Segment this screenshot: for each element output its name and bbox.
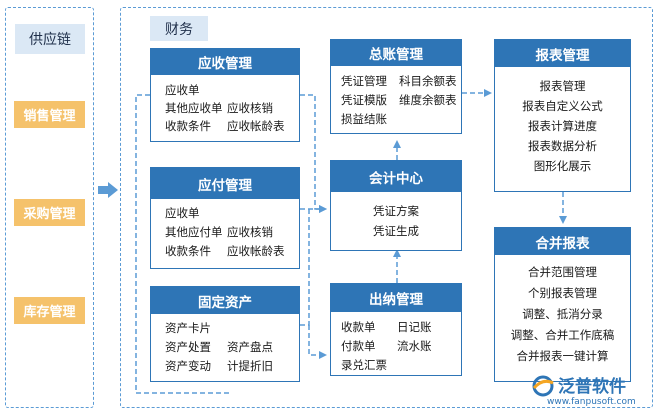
cashier-item[interactable]: 流水账 [397,339,432,353]
fixed-assets-item[interactable]: 资产变动 [165,359,211,373]
fixed-assets-item[interactable]: 资产卡片 [165,321,211,335]
receivable-row: 应收单 [165,82,299,100]
payable-title: 应付管理 [151,168,299,199]
cashier-title: 出纳管理 [331,284,461,312]
receivable-item[interactable]: 应收帐龄表 [227,119,285,133]
conn-receivable-center [300,94,327,213]
fixed-assets-row: 资产卡片 [165,320,299,339]
bus-left [135,94,230,394]
brand-name: 泛普软件 [558,377,626,397]
supply-chain-panel [5,7,94,408]
consolidated-item[interactable]: 调整、合并工作底稿 [510,328,615,342]
inventory-management-item[interactable]: 库存管理 [14,297,85,324]
ledger-row: 凭证管理 科目余额表 [341,73,461,92]
fixed-assets-item[interactable]: 资产处置 [165,340,211,354]
cashier-box[interactable]: 出纳管理 收款单 日记账 付款单 流水账 录兑汇票 [330,283,462,376]
ledger-row: 损益结账 [341,111,461,130]
cashier-item[interactable]: 收款单 [341,320,376,334]
reports-title: 报表管理 [495,40,630,67]
consolidated-item[interactable]: 调整、抵消分录 [522,307,603,321]
payable-item[interactable]: 应收单 [165,206,200,220]
fixed-assets-row: 资产处置 资产盘点 [165,339,299,358]
brand-logo: 泛普软件 www.fanpusoft.com [531,372,653,412]
reports-item[interactable]: 图形化展示 [533,159,592,173]
fixed-assets-item[interactable]: 资产盘点 [227,340,273,354]
sales-management-item[interactable]: 销售管理 [14,101,85,128]
reports-box[interactable]: 报表管理 报表管理 报表自定义公式 报表计算进度 报表数据分析 图形化展示 [494,39,631,192]
cashier-item[interactable]: 付款单 [341,339,376,353]
finance-title: 财务 [150,16,208,41]
reports-item[interactable]: 报表管理 [539,79,586,93]
flow-arrow-icon [98,182,118,198]
payable-row: 其他应付单 应收核销 [165,224,299,243]
payable-item[interactable]: 应收帐龄表 [227,244,285,258]
brand-mark-icon [532,375,554,397]
fixed-assets-title: 固定资产 [151,287,299,314]
reports-item[interactable]: 报表数据分析 [528,139,597,153]
brand-url: www.fanpusoft.com [547,397,636,407]
ledger-item[interactable]: 科目余额表 [399,74,457,88]
accounting-center-box[interactable]: 会计中心 凭证方案 凭证生成 [330,160,462,251]
consolidated-item[interactable]: 合并范围管理 [528,265,597,279]
receivable-item[interactable]: 其他应收单 [165,101,223,115]
ledger-item[interactable]: 凭证模版 [341,93,387,107]
cashier-row: 录兑汇票 [341,357,461,376]
receivable-item[interactable]: 应收单 [165,83,200,97]
receivable-row: 收款条件 应收帐龄表 [165,118,299,136]
payable-item[interactable]: 其他应付单 [165,225,223,239]
accounting-center-title: 会计中心 [331,161,461,192]
cashier-row: 收款单 日记账 [341,319,461,338]
ledger-item[interactable]: 损益结账 [341,112,387,126]
fixed-assets-item[interactable]: 计提折旧 [227,359,273,373]
accounting-center-item[interactable]: 凭证方案 [373,204,419,218]
accounting-center-item[interactable]: 凭证生成 [373,224,419,238]
reports-item[interactable]: 报表自定义公式 [522,99,603,113]
ledger-box[interactable]: 总账管理 凭证管理 科目余额表 凭证模版 维度余额表 损益结账 [330,39,462,134]
receivable-item[interactable]: 收款条件 [165,119,211,133]
payable-box[interactable]: 应付管理 应收单 其他应付单 应收核销 收款条件 应收帐龄表 [150,167,300,269]
purchase-management-item[interactable]: 采购管理 [14,199,85,226]
payable-row: 应收单 [165,205,299,224]
conn-to-cashier [308,325,327,359]
ledger-row: 凭证模版 维度余额表 [341,92,461,111]
receivable-row: 其他应收单 应收核销 [165,100,299,118]
ledger-item[interactable]: 维度余额表 [399,93,457,107]
cashier-row: 付款单 流水账 [341,338,461,357]
consolidated-item[interactable]: 合并报表一键计算 [516,349,609,363]
ledger-title: 总账管理 [331,40,461,66]
finance-panel [120,7,653,408]
consolidated-item[interactable]: 个别报表管理 [528,286,597,300]
reports-item[interactable]: 报表计算进度 [528,119,597,133]
receivable-box[interactable]: 应收管理 应收单 其他应收单 应收核销 收款条件 应收帐龄表 [150,48,300,142]
fixed-assets-row: 资产变动 计提折旧 [165,358,299,377]
supply-chain-title: 供应链 [15,24,85,54]
receivable-item[interactable]: 应收核销 [227,101,273,115]
payable-item[interactable]: 应收核销 [227,225,273,239]
payable-row: 收款条件 应收帐龄表 [165,243,299,262]
consolidated-title: 合并报表 [495,228,630,255]
cashier-item[interactable]: 录兑汇票 [341,358,387,372]
consolidated-box[interactable]: 合并报表 合并范围管理 个别报表管理 调整、抵消分录 调整、合并工作底稿 合并报… [494,227,631,382]
receivable-title: 应收管理 [151,49,299,75]
cashier-item[interactable]: 日记账 [397,320,432,334]
ledger-item[interactable]: 凭证管理 [341,74,387,88]
payable-item[interactable]: 收款条件 [165,244,211,258]
fixed-assets-box[interactable]: 固定资产 资产卡片 资产处置 资产盘点 资产变动 计提折旧 [150,286,300,382]
